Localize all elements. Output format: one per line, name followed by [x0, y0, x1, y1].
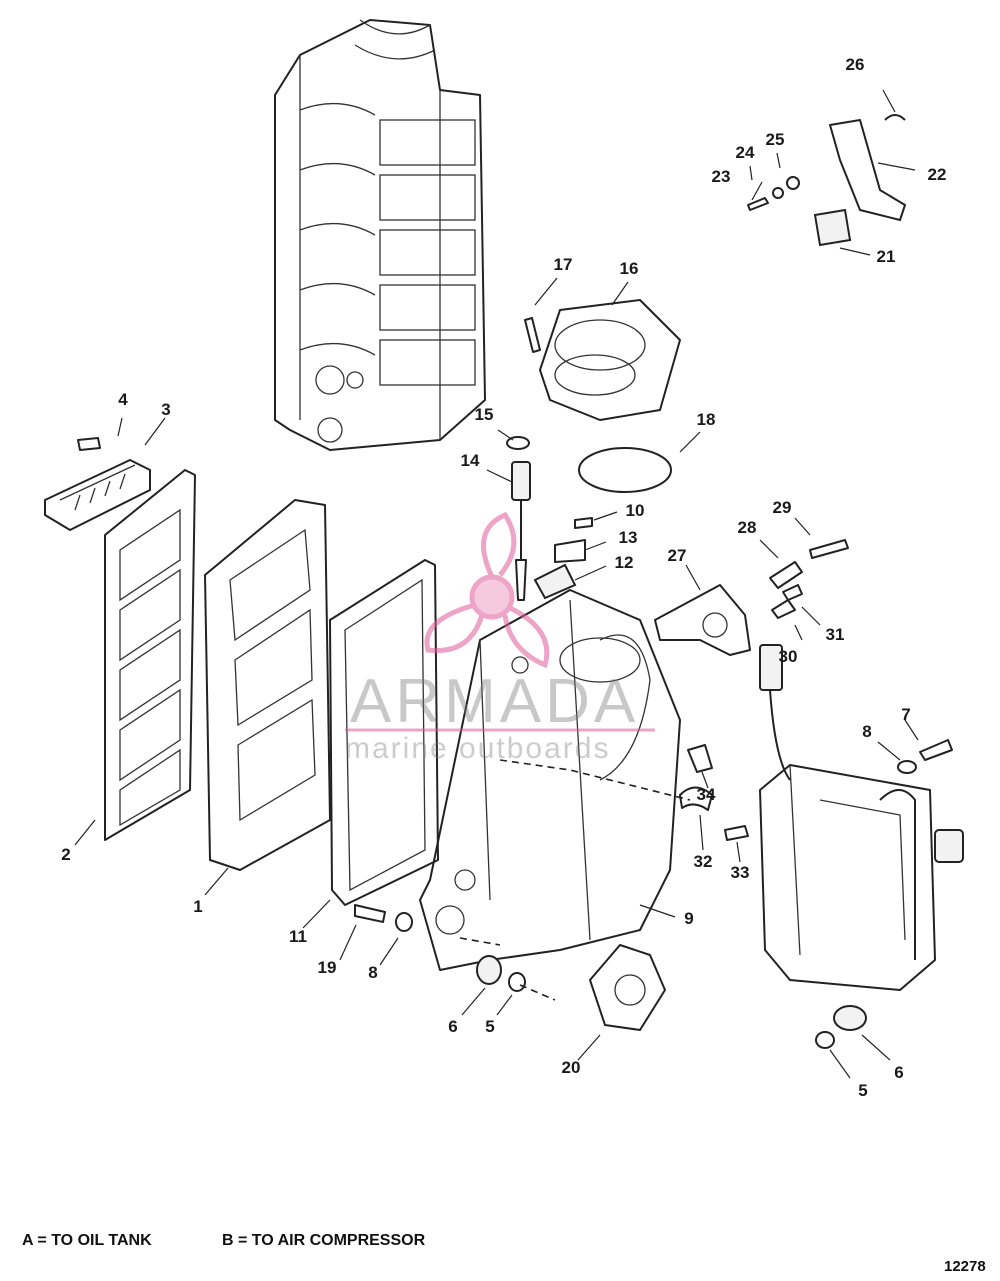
sleeve-5-left: [508, 972, 526, 992]
part-label-18: 18: [697, 410, 716, 429]
part-label-6-left: 6: [448, 1017, 457, 1036]
part-label-30: 30: [779, 647, 798, 666]
grommet-6-left: [476, 955, 502, 985]
part-label-8-right: 8: [862, 722, 871, 741]
part-label-1: 1: [193, 897, 202, 916]
figure-number: 12278: [944, 1258, 986, 1275]
reed-cage-frame: [204, 499, 331, 871]
sensor-14: [511, 461, 531, 601]
screw-4: [77, 437, 101, 451]
note-air-compressor: B = TO AIR COMPRESSOR: [222, 1232, 426, 1249]
intake-gasket: [329, 559, 439, 906]
grommet-6-right: [833, 1005, 867, 1031]
part-label-17: 17: [554, 255, 573, 274]
part-label-33: 33: [731, 863, 750, 882]
sleeve-5-right: [815, 1031, 835, 1049]
bolt-33: [724, 825, 749, 841]
watermark: ARMADA marine outboards: [345, 511, 655, 765]
bolt-19: [354, 904, 386, 923]
part-label-14: 14: [461, 451, 480, 470]
washer-8-left: [395, 912, 413, 932]
part-label-3: 3: [161, 400, 170, 419]
fuel-vapor-assembly: [759, 644, 964, 991]
part-label-20: 20: [562, 1058, 581, 1077]
part-label-5-left: 5: [485, 1017, 494, 1036]
part-label-31: 31: [826, 625, 845, 644]
part-label-25: 25: [766, 130, 785, 149]
reed-block: [44, 459, 151, 531]
part-label-16: 16: [620, 259, 639, 278]
part-label-4: 4: [118, 390, 128, 409]
part-label-7: 7: [901, 705, 910, 724]
part-label-5-right: 5: [858, 1081, 867, 1100]
o-ring-18: [578, 447, 672, 493]
part-label-8-left: 8: [368, 963, 377, 982]
crankcase-block: [274, 19, 486, 451]
part-label-22: 22: [928, 165, 947, 184]
part-label-19: 19: [318, 958, 337, 977]
part-label-26: 26: [846, 55, 865, 74]
screw-17: [524, 317, 541, 353]
part-label-9: 9: [684, 909, 693, 928]
part-label-12: 12: [615, 553, 634, 572]
sleeve-28: [769, 561, 803, 589]
part-label-15: 15: [475, 405, 494, 424]
part-labels: 26 22 25 24 23 21 17 16 15 18 14 10 13 1…: [61, 55, 946, 1100]
washer-8-right: [897, 760, 917, 774]
part-label-23: 23: [712, 167, 731, 186]
fitting-30: [771, 599, 796, 619]
route-line: [519, 984, 556, 1001]
part-label-34: 34: [697, 785, 716, 804]
clamp-32: [679, 786, 713, 811]
watermark-tagline: marine outboards: [345, 732, 610, 765]
linkage-assembly: [747, 114, 906, 247]
part-label-10: 10: [626, 501, 645, 520]
o-ring-15: [506, 436, 530, 450]
part-label-28: 28: [738, 518, 757, 537]
part-label-13: 13: [619, 528, 638, 547]
bracket-27: [654, 584, 751, 656]
propeller-logo-icon: [424, 511, 550, 669]
part-label-2: 2: [61, 845, 70, 864]
route-line: [499, 759, 691, 801]
bolt-7: [919, 739, 953, 761]
part-label-11: 11: [289, 927, 307, 946]
throttle-body: [539, 299, 681, 421]
route-line: [459, 937, 501, 946]
gasket-plate: [104, 469, 196, 841]
part-label-29: 29: [773, 498, 792, 517]
leader-lines: [74, 89, 919, 1079]
watermark-brand: ARMADA: [350, 667, 639, 736]
part-label-32: 32: [694, 852, 713, 871]
sensor-bracket: [533, 517, 593, 600]
fitting-34: [687, 744, 713, 773]
intake-manifold: [419, 589, 681, 971]
part-label-6-right: 6: [894, 1063, 903, 1082]
sensor-20: [589, 944, 666, 1031]
part-label-27: 27: [668, 546, 687, 565]
part-label-21: 21: [877, 247, 896, 266]
part-label-24: 24: [736, 143, 755, 162]
note-oil-tank: A = TO OIL TANK: [22, 1232, 152, 1249]
bolt-29: [809, 539, 849, 559]
fitting-31: [782, 584, 803, 601]
